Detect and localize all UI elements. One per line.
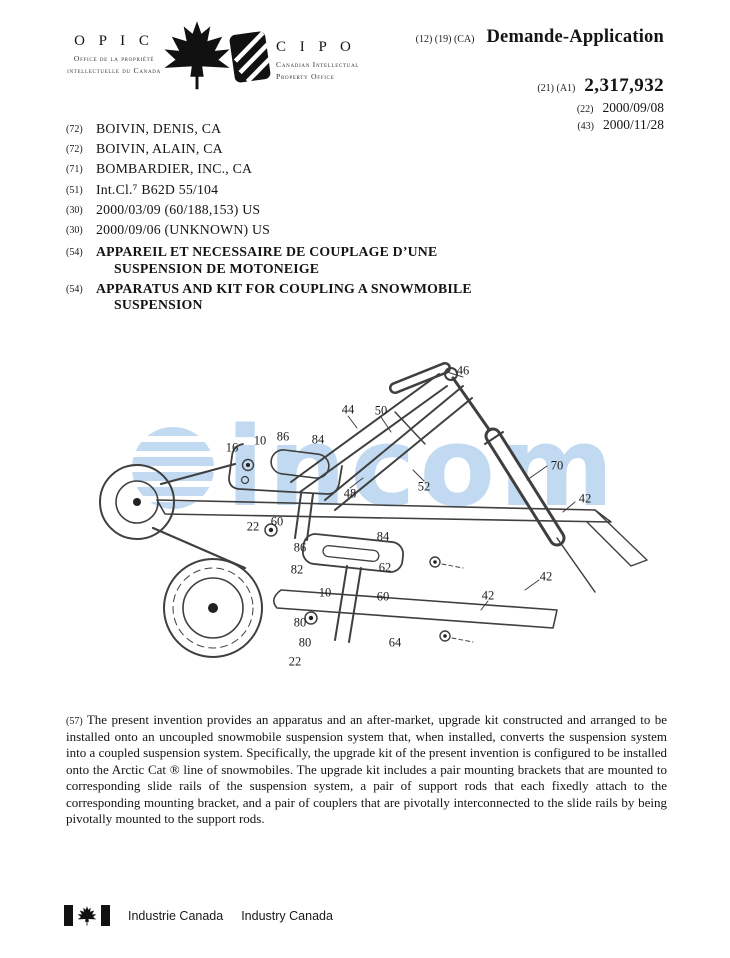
opic-subtitle-line1: Office de la propriété xyxy=(73,54,155,63)
ref-numeral-80: 80 xyxy=(293,615,307,630)
opic-subtitle-line2: intellectuelle du Canada xyxy=(67,65,161,75)
cipo-subtitle-line2: Property Office xyxy=(276,71,335,81)
priority-row: (30) 2000/03/09 (60/188,153) US xyxy=(66,202,656,219)
document-type-title: Demande-Application xyxy=(486,27,664,47)
inid-code: (54) xyxy=(66,283,83,295)
title-en-row: (54) APPARATUS AND KIT FOR COUPLING A SN… xyxy=(66,281,656,315)
watermark: incom xyxy=(95,412,655,522)
bibliographic-data: (72) BOIVIN, DENIS, CA (72) BOIVIN, ALAI… xyxy=(66,121,656,317)
title-fr-row: (54) APPAREIL ET NECESSAIRE DE COUPLAGE … xyxy=(66,244,656,278)
int-class: Int.Cl.⁷ B62D 55/104 xyxy=(96,182,219,198)
ref-numeral-86: 86 xyxy=(293,540,307,555)
cipo-logo xyxy=(152,15,272,98)
inid-code: (71) xyxy=(66,163,83,175)
ref-numeral-48: 48 xyxy=(343,486,357,501)
opic-acronym: O P I C xyxy=(74,33,154,49)
inid-code: (72) xyxy=(66,143,83,155)
cipo-subtitle-line1: Canadian Intellectual xyxy=(276,60,360,69)
inid-code-22: (22) xyxy=(576,103,594,115)
maple-leaf-emblem-icon xyxy=(164,21,272,90)
abstract-text: The present invention provides an appara… xyxy=(66,712,667,827)
applicant-row: (71) BOMBARDIER, INC., CA xyxy=(66,161,656,178)
ref-numeral-60: 60 xyxy=(270,514,284,529)
opic-block: O P I C Office de la propriété intellect… xyxy=(52,33,176,77)
ref-numeral-70: 70 xyxy=(550,458,564,473)
filing-date-row: (22) 2000/09/08 xyxy=(537,99,664,117)
title-french: APPAREIL ET NECESSAIRE DE COUPLAGE D’UNE… xyxy=(96,244,437,278)
footer-text-fr: Industrie Canada xyxy=(128,908,224,923)
inventor-name: BOIVIN, DENIS, CA xyxy=(96,121,222,136)
application-number-row: (21) (A1) 2,317,932 xyxy=(537,74,664,99)
inid-code-21: (21) (A1) xyxy=(537,83,576,94)
ref-numeral-42: 42 xyxy=(539,569,553,584)
publication-date-row: (43) 2000/11/28 xyxy=(537,116,664,134)
inventor-name: BOIVIN, ALAIN, CA xyxy=(96,140,223,156)
document-type: (12) (19) (CA) Demande-Application xyxy=(416,27,664,48)
inid-code: (51) xyxy=(66,185,83,197)
title-english-line1: APPARATUS AND KIT FOR COUPLING A SNOWMOB… xyxy=(96,280,472,296)
ref-numeral-42: 42 xyxy=(481,588,495,603)
ref-numeral-84: 84 xyxy=(376,529,390,544)
filing-date: 2000/09/08 xyxy=(602,99,664,115)
inid-code: (72) xyxy=(66,124,83,135)
inid-code: (30) xyxy=(66,205,83,217)
inventor-row: (72) BOIVIN, ALAIN, CA xyxy=(66,141,656,158)
int-class-row: (51) Int.Cl.⁷ B62D 55/104 xyxy=(66,182,656,199)
ref-numeral-42: 42 xyxy=(578,491,592,506)
ref-numeral-80: 80 xyxy=(298,635,312,650)
publication-numbers: (21) (A1) 2,317,932 (22) 2000/09/08 (43)… xyxy=(537,74,664,134)
ref-label-layer: 46 44 50 70 16 10 86 84 48 52 42 22 60 86 84 82 62 10 60 42… xyxy=(95,352,655,692)
title-french-line2: SUSPENSION DE MOTONEIGE xyxy=(114,260,320,276)
ref-numeral-22: 22 xyxy=(246,519,260,534)
ref-numeral-22: 22 xyxy=(288,654,302,669)
applicant-name: BOMBARDIER, INC., CA xyxy=(96,160,253,176)
ref-numeral-64: 64 xyxy=(388,635,402,650)
ref-numeral-60: 60 xyxy=(376,589,390,604)
ref-numeral-46: 46 xyxy=(456,363,470,378)
cipo-block: C I P O Canadian Intellectual Property O… xyxy=(276,39,426,83)
publication-date: 2000/11/28 xyxy=(602,117,664,133)
inid-code-57: (57) xyxy=(66,716,83,727)
footer-text-en: Industry Canada xyxy=(241,908,333,923)
ref-numeral-82: 82 xyxy=(290,562,304,577)
ref-numeral-10: 10 xyxy=(318,585,332,600)
footer: Industrie Canada Industry Canada xyxy=(64,904,333,927)
opic-subtitle: Office de la propriété intellectuelle du… xyxy=(52,53,176,77)
ref-numeral-52: 52 xyxy=(417,479,431,494)
cipo-acronym: C I P O xyxy=(276,39,356,55)
canada-flag-icon xyxy=(64,905,110,926)
ref-numeral-16: 16 xyxy=(225,440,239,455)
priority-data: 2000/09/06 (UNKNOWN) US xyxy=(96,222,270,238)
priority-data: 2000/03/09 (60/188,153) US xyxy=(96,202,261,218)
title-english: APPARATUS AND KIT FOR COUPLING A SNOWMOB… xyxy=(96,281,472,315)
patent-drawing: incom xyxy=(95,352,655,692)
cipo-subtitle: Canadian Intellectual Property Office xyxy=(276,59,426,83)
inid-code: (54) xyxy=(66,246,83,258)
inventor-row: (72) BOIVIN, DENIS, CA xyxy=(66,121,656,138)
ref-numeral-62: 62 xyxy=(378,560,392,575)
application-number: 2,317,932 xyxy=(584,75,664,96)
inid-code: (30) xyxy=(66,225,83,237)
ref-numeral-50: 50 xyxy=(374,403,388,418)
title-english-line2: SUSPENSION xyxy=(114,297,203,313)
inid-codes-12-19-ca: (12) (19) (CA) xyxy=(415,34,475,45)
ref-numeral-44: 44 xyxy=(341,402,355,417)
abstract: (57) The present invention provides an a… xyxy=(66,712,667,828)
priority-row: (30) 2000/09/06 (UNKNOWN) US xyxy=(66,222,656,239)
ref-numeral-84: 84 xyxy=(311,432,325,447)
title-french-line1: APPAREIL ET NECESSAIRE DE COUPLAGE D’UNE xyxy=(96,243,438,259)
suspension-figure xyxy=(99,362,648,658)
ref-numeral-86: 86 xyxy=(276,429,290,444)
inid-code-43: (43) xyxy=(577,121,594,133)
ref-numeral-10: 10 xyxy=(253,433,267,448)
